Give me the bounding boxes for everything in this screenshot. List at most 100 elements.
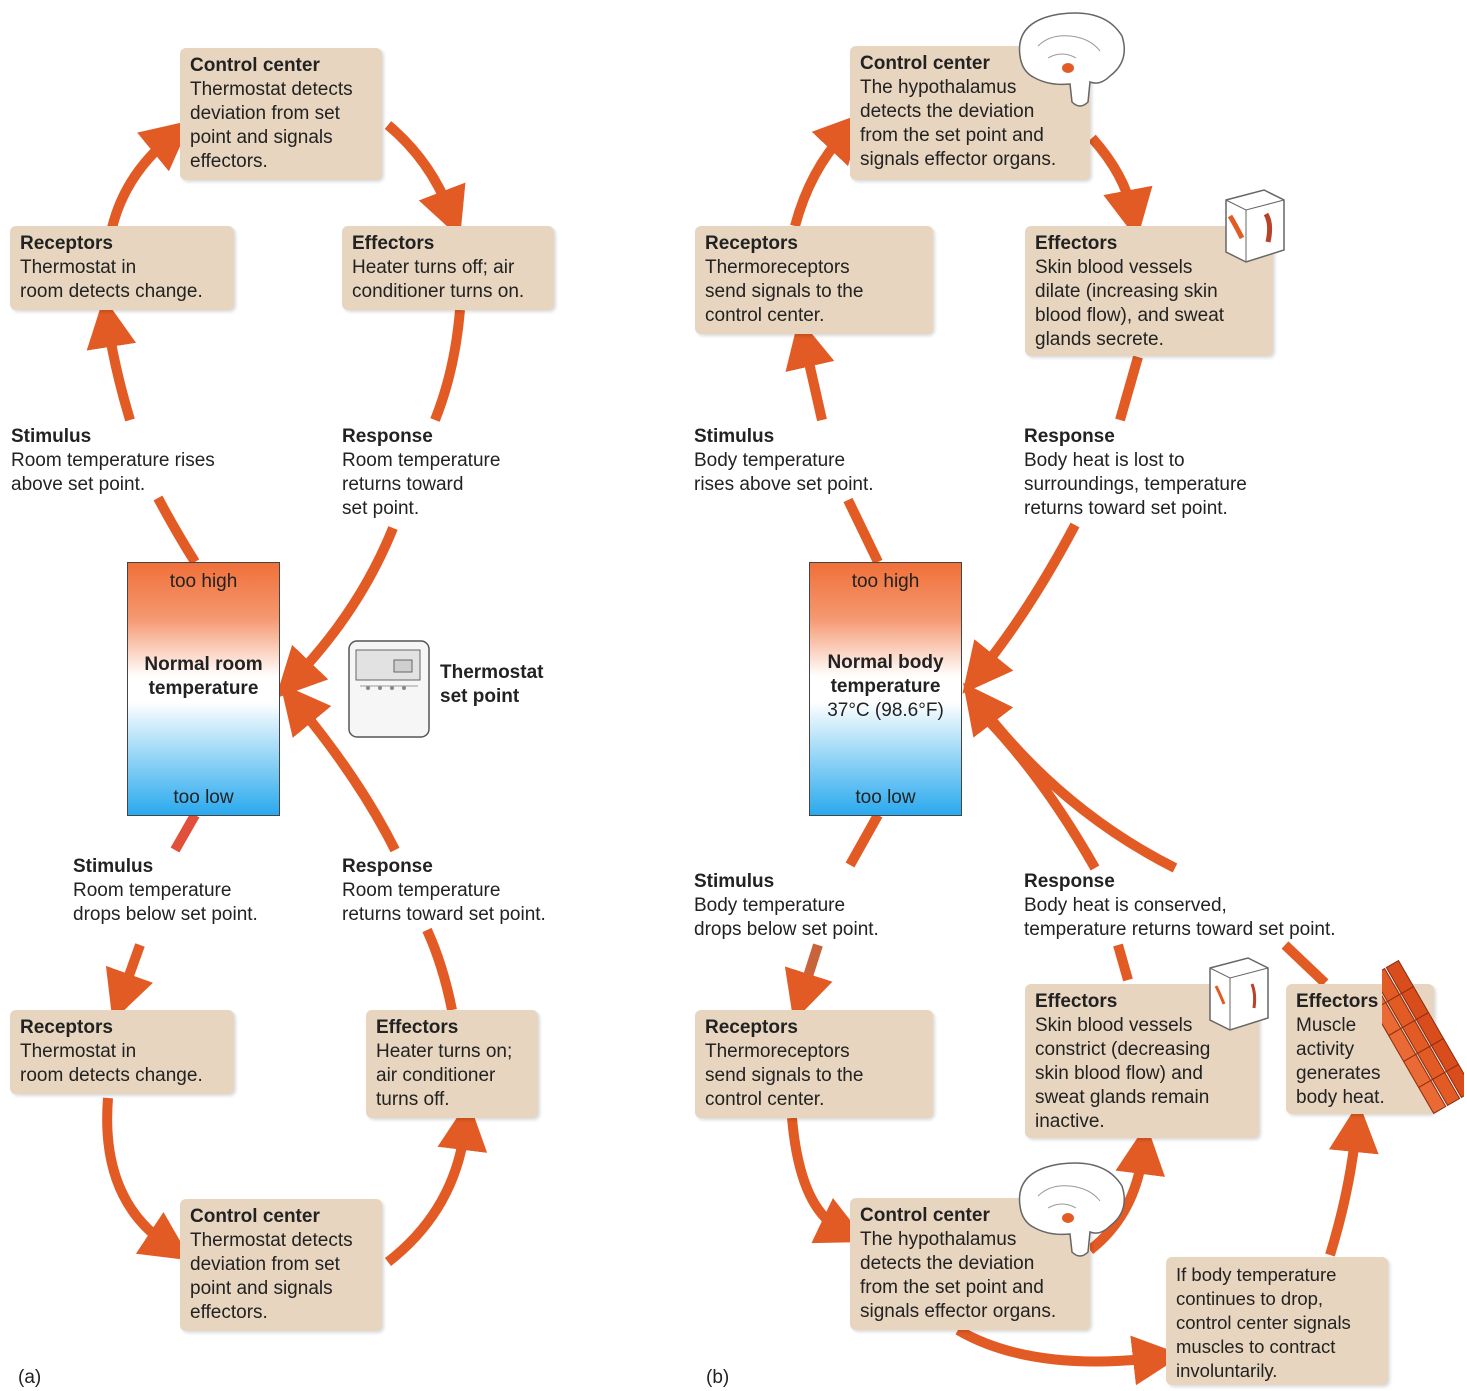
- b-effectors-skin: Effectors Skin blood vessels constrict (…: [1025, 984, 1259, 1138]
- a-gauge-normal: Normal room temperature: [144, 654, 263, 699]
- b-receptors-bottom-text: Thermoreceptors send signals to the cont…: [705, 1041, 864, 1110]
- arrow-a-control-to-effectors-low: [384, 1100, 488, 1266]
- arrow-b-receptors-to-control-low: [787, 1117, 868, 1244]
- b-control-bottom-text: The hypothalamus detects the deviation f…: [860, 1229, 1057, 1322]
- b-control-top-title: Control center: [860, 53, 990, 74]
- b-effectors-skin-title: Effectors: [1035, 991, 1118, 1012]
- a-response-top-text: Room temperature returns toward set poin…: [342, 450, 501, 519]
- a-stimulus-top: Stimulus Room temperature rises above se…: [11, 425, 271, 497]
- b-effectors-muscle-text: Muscle activity generates body heat.: [1296, 1015, 1385, 1108]
- a-effectors-bottom: Effectors Heater turns on; air condition…: [366, 1010, 538, 1118]
- a-receptors-top-title: Receptors: [20, 233, 113, 254]
- arrow-a-gauge-to-stimulus: [153, 495, 200, 565]
- arrow-a-gauge-to-stimulus-low: [170, 812, 200, 853]
- arrow-b-receptors-to-control: [790, 112, 865, 228]
- arrow-b-effectors-to-response: [1115, 355, 1143, 422]
- arrow-a-response-to-gauge: [275, 526, 398, 699]
- b-control-center-bottom: Control center The hypothalamus detects …: [850, 1198, 1090, 1330]
- muscle-icon: [1382, 959, 1464, 1115]
- arrow-b-gauge-to-stimulus-low: [845, 812, 883, 868]
- arrow-a-response-to-gauge-low: [280, 683, 400, 853]
- b-response-top-title: Response: [1024, 426, 1115, 447]
- b-control-center-top: Control center The hypothalamus detects …: [850, 46, 1090, 180]
- arrow-b-skin-to-response: [1113, 943, 1133, 982]
- b-shiver-text: If body temperature continues to drop, c…: [1176, 1264, 1351, 1381]
- skin-icon: [1209, 957, 1269, 1031]
- b-effectors-top-title: Effectors: [1035, 233, 1118, 254]
- arrow-a-stimulus-to-receptors-low: [105, 943, 153, 1022]
- b-response-bottom-text: Body heat is conserved, temperature retu…: [1024, 895, 1336, 940]
- arrow-a-receptors-to-control-low: [102, 1097, 192, 1261]
- a-response-top: Response Room temperature returns toward…: [342, 425, 562, 521]
- a-temperature-gauge: too high Normal room temperature too low: [127, 562, 280, 816]
- a-effectors-bottom-title: Effectors: [376, 1017, 459, 1038]
- panel-b-label: (b): [706, 1367, 730, 1388]
- arrow-b-control-to-effectors: [1088, 134, 1153, 240]
- arrow-b-shiver-to-muscle: [1325, 1102, 1379, 1257]
- b-stimulus-bottom-title: Stimulus: [694, 871, 775, 892]
- a-control-bottom-text: Thermostat detects deviation from set po…: [190, 1230, 353, 1323]
- b-stimulus-bottom-text: Body temperature drops below set point.: [694, 895, 879, 940]
- a-gauge-too-high: too high: [169, 571, 238, 592]
- a-receptors-bottom-text: Thermostat in room detects change.: [20, 1041, 203, 1086]
- b-gauge-normal: Normal body temperature: [827, 652, 944, 697]
- b-control-bottom-title: Control center: [860, 1205, 990, 1226]
- b-stimulus-top-text: Body temperature rises above set point.: [694, 450, 874, 495]
- a-receptors-bottom: Receptors Thermostat in room detects cha…: [10, 1010, 234, 1094]
- a-effectors-top: Effectors Heater turns off; air conditio…: [342, 226, 554, 310]
- b-stimulus-top-title: Stimulus: [694, 426, 775, 447]
- a-receptors-top: Receptors Thermostat in room detects cha…: [10, 226, 234, 310]
- a-control-center-top: Control center Thermostat detects deviat…: [180, 48, 382, 180]
- arrow-a-effectors-to-response: [430, 309, 465, 422]
- b-receptors-top-text: Thermoreceptors send signals to the cont…: [705, 257, 864, 326]
- brain-icon: [1018, 12, 1125, 107]
- arrow-b-control-to-effectors-skin: [1086, 1124, 1166, 1254]
- a-control-top-title: Control center: [190, 55, 320, 76]
- a-response-bottom-text: Room temperature returns toward set poin…: [342, 880, 546, 925]
- a-receptors-top-text: Thermostat in room detects change.: [20, 257, 203, 302]
- thermostat-icon: [348, 640, 430, 738]
- arrow-b-stimulus-to-receptors-low: [784, 943, 833, 1022]
- a-stimulus-top-title: Stimulus: [11, 426, 92, 447]
- arrow-a-control-to-effectors: [384, 121, 466, 239]
- a-control-top-text: Thermostat detects deviation from set po…: [190, 79, 353, 172]
- b-receptors-bottom: Receptors Thermoreceptors send signals t…: [695, 1010, 933, 1118]
- a-stimulus-bottom: Stimulus Room temperature drops below se…: [73, 855, 313, 927]
- a-effectors-top-title: Effectors: [352, 233, 435, 254]
- arrow-b-response-to-gauge: [962, 522, 1080, 694]
- panel-a-label: (a): [18, 1367, 42, 1388]
- b-shiver-box: If body temperature continues to drop, c…: [1166, 1257, 1388, 1385]
- b-gauge-too-high: too high: [851, 571, 920, 592]
- a-response-top-title: Response: [342, 426, 433, 447]
- arrow-b-muscle-to-response: [1281, 941, 1329, 987]
- arrow-b-response-to-gauge-low-2: [984, 716, 1100, 871]
- b-effectors-skin-text: Skin blood vessels constrict (decreasing…: [1035, 1015, 1211, 1132]
- b-control-top-text: The hypothalamus detects the deviation f…: [860, 77, 1057, 170]
- b-stimulus-top: Stimulus Body temperature rises above se…: [694, 425, 934, 497]
- b-response-bottom-title: Response: [1024, 871, 1115, 892]
- arrow-a-effectors-to-response-low: [422, 927, 457, 1011]
- a-stimulus-bottom-title: Stimulus: [73, 856, 154, 877]
- arrow-a-stimulus-to-receptors: [86, 297, 137, 422]
- b-temperature-gauge: too high Normal body temperature 37°C (9…: [809, 562, 962, 816]
- b-stimulus-bottom: Stimulus Body temperature drops below se…: [694, 870, 934, 942]
- b-response-bottom: Response Body heat is conserved, tempera…: [1024, 870, 1404, 942]
- a-stimulus-bottom-text: Room temperature drops below set point.: [73, 880, 258, 925]
- a-response-bottom-title: Response: [342, 856, 433, 877]
- b-receptors-bottom-title: Receptors: [705, 1017, 798, 1038]
- a-response-bottom: Response Room temperature returns toward…: [342, 855, 582, 927]
- b-effectors-muscle-title: Effectors: [1296, 991, 1379, 1012]
- b-receptors-top: Receptors Thermoreceptors send signals t…: [695, 226, 933, 334]
- b-gauge-normal-value: 37°C (98.6°F): [827, 700, 944, 721]
- a-control-bottom-title: Control center: [190, 1206, 320, 1227]
- b-effectors-top-text: Skin blood vessels dilate (increasing sk…: [1035, 257, 1225, 350]
- arrow-b-stimulus-to-receptors: [785, 317, 835, 422]
- a-stimulus-top-text: Room temperature rises above set point.: [11, 450, 215, 495]
- b-gauge-too-low: too low: [855, 787, 916, 808]
- arrow-b-gauge-to-stimulus: [843, 497, 883, 565]
- b-receptors-top-title: Receptors: [705, 233, 798, 254]
- arrow-a-receptors-to-control: [107, 120, 192, 230]
- arrow-b-control-to-shiver: [955, 1325, 1183, 1386]
- a-receptors-bottom-title: Receptors: [20, 1017, 113, 1038]
